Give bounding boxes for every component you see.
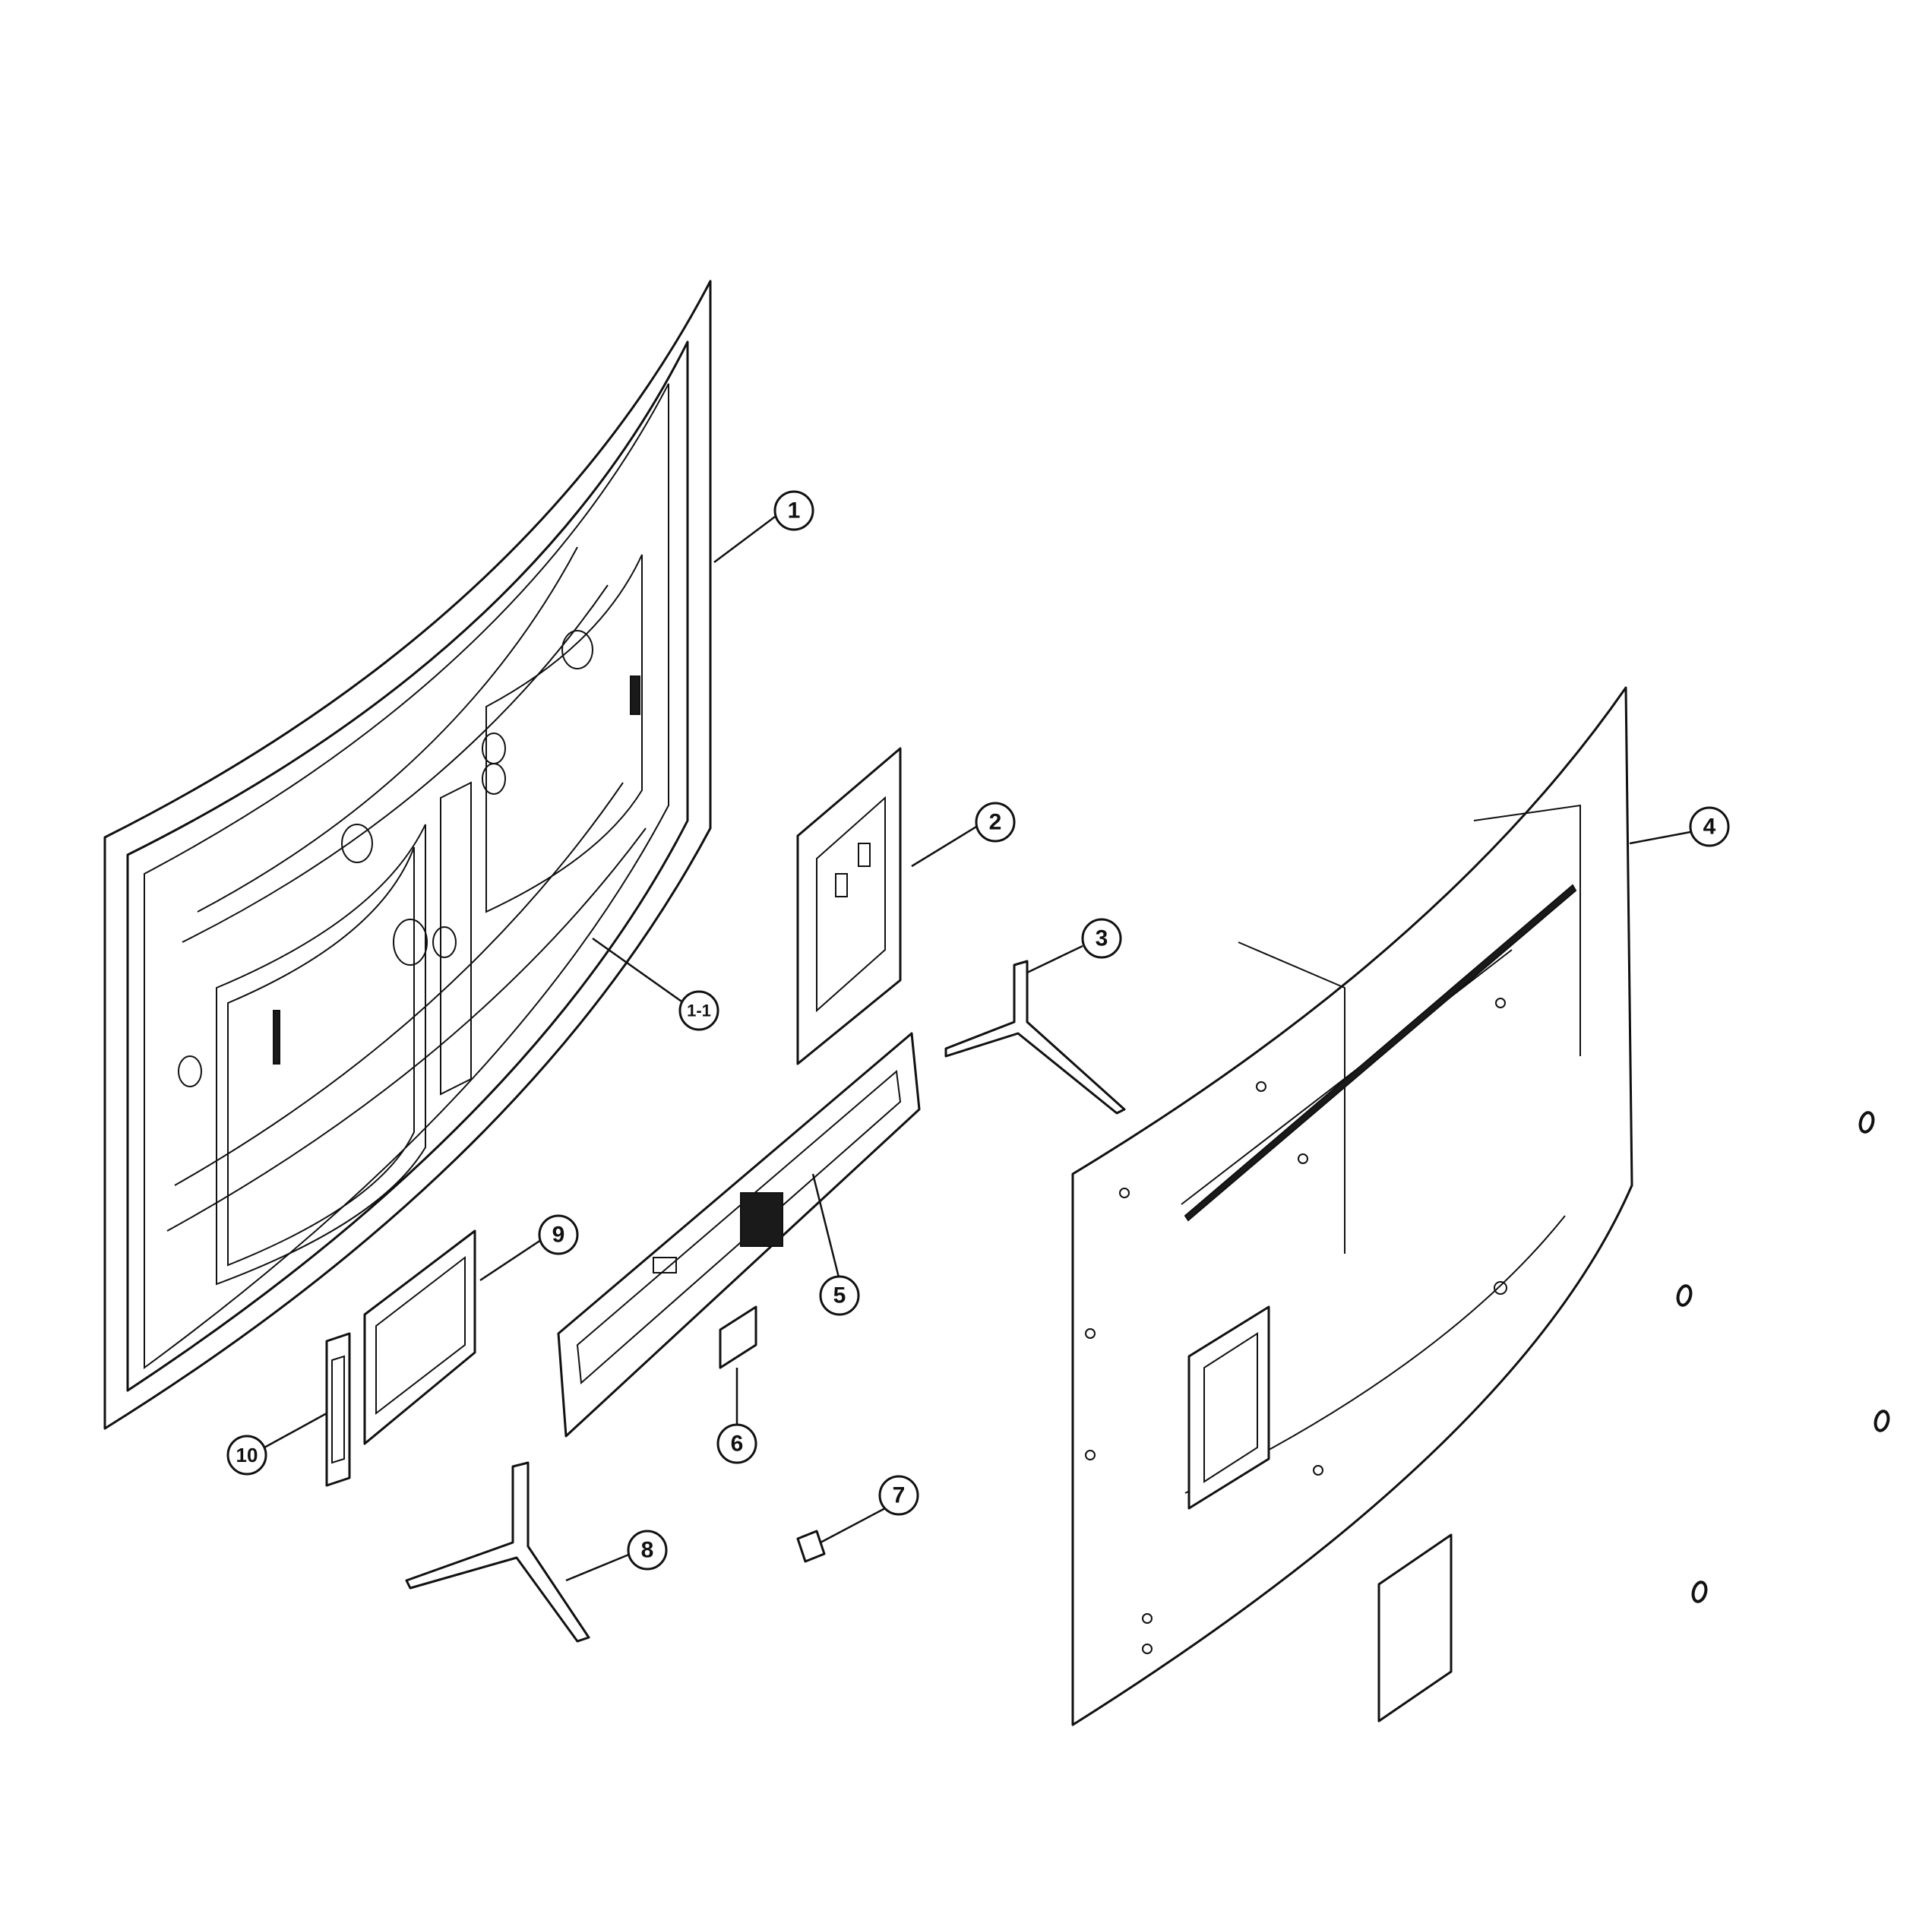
callout-7: 7 bbox=[878, 1475, 919, 1516]
svg-text:8: 8 bbox=[641, 1538, 654, 1563]
screw bbox=[1858, 1111, 1875, 1134]
leader-5 bbox=[811, 1173, 841, 1281]
part-2-main-board bbox=[796, 747, 902, 1065]
leader-4 bbox=[1629, 831, 1691, 845]
callout-4: 4 bbox=[1689, 806, 1730, 847]
screw bbox=[1874, 1410, 1890, 1432]
part-1-panel-chassis bbox=[103, 280, 712, 1430]
part-10-side-bracket bbox=[325, 1332, 351, 1487]
callout-9: 9 bbox=[538, 1214, 579, 1255]
callout-2: 2 bbox=[975, 802, 1016, 843]
svg-text:1: 1 bbox=[788, 498, 801, 524]
svg-text:5: 5 bbox=[833, 1283, 846, 1308]
leader-8 bbox=[565, 1552, 631, 1582]
svg-text:10: 10 bbox=[236, 1444, 258, 1466]
screw bbox=[1691, 1580, 1708, 1603]
leader-1-1 bbox=[592, 937, 685, 1005]
screw bbox=[1676, 1284, 1693, 1307]
leader-2 bbox=[911, 823, 981, 868]
screws bbox=[1676, 1111, 1890, 1603]
part-8-stand-leg-left bbox=[405, 1461, 590, 1643]
part-3-stand-leg-right bbox=[944, 960, 1126, 1115]
leader-3 bbox=[1026, 944, 1083, 974]
leader-10 bbox=[264, 1412, 327, 1449]
callout-3: 3 bbox=[1081, 918, 1122, 959]
svg-text:1-1: 1-1 bbox=[687, 1001, 711, 1020]
callout-6: 6 bbox=[716, 1423, 757, 1464]
callout-1-1: 1-1 bbox=[678, 990, 719, 1031]
callout-1: 1 bbox=[773, 490, 814, 531]
svg-text:6: 6 bbox=[731, 1432, 744, 1457]
callout-8: 8 bbox=[627, 1530, 668, 1571]
part-4-rear-cover bbox=[1071, 686, 1633, 1726]
part-5-bracket bbox=[557, 1032, 921, 1438]
svg-text:9: 9 bbox=[552, 1223, 565, 1248]
svg-text:4: 4 bbox=[1703, 815, 1716, 840]
svg-text:3: 3 bbox=[1096, 926, 1108, 951]
leader-7 bbox=[820, 1507, 886, 1544]
callout-10: 10 bbox=[226, 1435, 267, 1476]
leader-1 bbox=[713, 516, 776, 563]
part-6-clip bbox=[719, 1305, 757, 1369]
svg-text:7: 7 bbox=[893, 1483, 906, 1508]
part-9-board bbox=[363, 1229, 476, 1445]
svg-text:2: 2 bbox=[989, 810, 1002, 835]
leader-9 bbox=[479, 1237, 544, 1282]
part-7-holder bbox=[796, 1530, 826, 1563]
callout-5: 5 bbox=[819, 1275, 860, 1316]
